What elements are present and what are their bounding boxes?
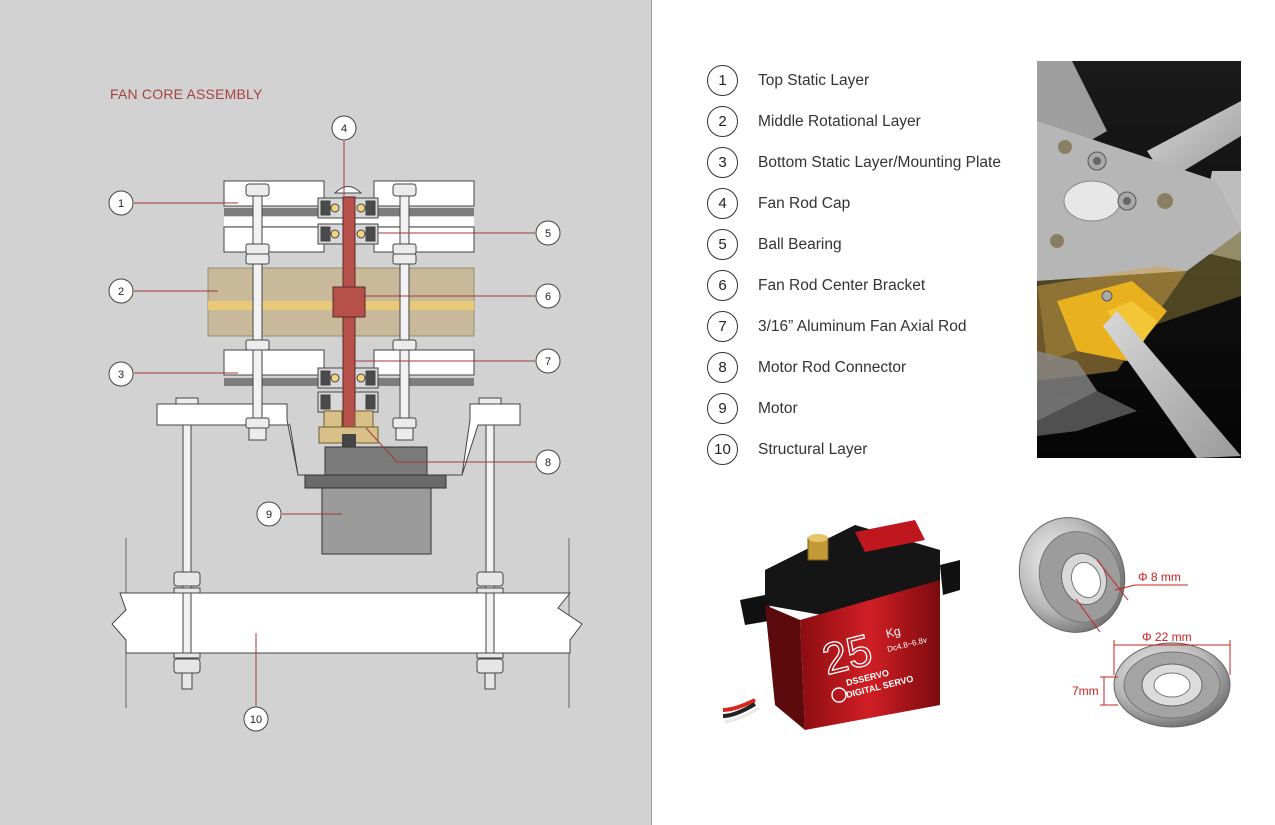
callout-3-label: 3	[118, 369, 124, 381]
servo-photo: 25 Kg Dc4.8~6.8v DSSERVO DIGITAL SERVO	[715, 510, 965, 740]
legend-number: 2	[707, 106, 738, 137]
legend-item: 8 Motor Rod Connector	[707, 347, 1001, 388]
callout-6-label: 6	[545, 291, 551, 303]
callout-7-label: 7	[545, 356, 551, 368]
callout-9: 9	[256, 501, 282, 527]
thickness-label: 7mm	[1072, 684, 1099, 698]
legend-number: 6	[707, 270, 738, 301]
legend-label: Motor Rod Connector	[758, 358, 907, 376]
callout-7: 7	[535, 348, 561, 374]
legend-number: 3	[707, 147, 738, 178]
callout-10: 10	[243, 706, 269, 732]
inner-dim-line	[1096, 559, 1129, 601]
legend-label: Fan Rod Cap	[758, 194, 851, 212]
diagram-title: FAN CORE ASSEMBLY	[110, 86, 263, 102]
callout-1-label: 1	[118, 198, 124, 210]
callout-4: 4	[331, 115, 357, 141]
callout-4-label: 4	[341, 123, 347, 135]
legend-item: 1 Top Static Layer	[707, 60, 1001, 101]
legend-number: 1	[707, 65, 738, 96]
legend-label: Structural Layer	[758, 440, 868, 458]
assembly-photo	[1037, 61, 1241, 458]
legend-number: 4	[707, 188, 738, 219]
motor-rod-connector	[318, 410, 379, 448]
legend-item: 4 Fan Rod Cap	[707, 183, 1001, 224]
legend-number: 8	[707, 352, 738, 383]
fan-rod-center-bracket	[332, 286, 366, 318]
callout-10-label: 10	[250, 714, 262, 726]
callout-2-label: 2	[118, 286, 124, 298]
legend-item: 6 Fan Rod Center Bracket	[707, 265, 1001, 306]
servo-weight-unit: Kg	[884, 624, 902, 641]
callout-8: 8	[535, 449, 561, 475]
bearing-flat	[1113, 642, 1231, 728]
callout-1: 1	[108, 190, 134, 216]
legend-number: 9	[707, 393, 738, 424]
callout-5: 5	[535, 220, 561, 246]
structural-layer	[111, 538, 583, 708]
legend-item: 5 Ball Bearing	[707, 224, 1001, 265]
leader-lines	[134, 141, 535, 706]
layer-bolts	[245, 183, 417, 441]
legend-label: Motor	[758, 399, 798, 417]
legend-label: 3/16” Aluminum Fan Axial Rod	[758, 317, 967, 335]
legend-item: 9 Motor	[707, 388, 1001, 429]
fan-rod-cap	[333, 186, 363, 194]
legend-item: 7 3/16” Aluminum Fan Axial Rod	[707, 306, 1001, 347]
legend-label: Top Static Layer	[758, 71, 870, 89]
outer-diameter-label: Φ 22 mm	[1142, 630, 1192, 644]
parts-legend: 1 Top Static Layer 2 Middle Rotational Lay…	[707, 60, 1001, 470]
inner-diameter-label: Φ 8 mm	[1138, 570, 1181, 584]
callout-5-label: 5	[545, 228, 551, 240]
legend-label: Middle Rotational Layer	[758, 112, 921, 130]
legend-label: Fan Rod Center Bracket	[758, 276, 926, 294]
legend-number: 7	[707, 311, 738, 342]
panel-divider	[651, 0, 652, 825]
legend-number: 10	[707, 434, 738, 465]
legend-label: Bottom Static Layer/Mounting Plate	[758, 153, 1001, 171]
callout-2: 2	[108, 278, 134, 304]
legend-number: 5	[707, 229, 738, 260]
bearing-photo: Φ 8 mm Φ 22 mm 7mm	[1010, 515, 1260, 730]
fan-core-assembly-diagram: 1 2 3 4 5 6 7 8 9 10	[108, 115, 583, 732]
callout-3: 3	[108, 361, 134, 387]
callout-6: 6	[535, 283, 561, 309]
motor	[304, 446, 447, 555]
bearing-angled	[1018, 517, 1126, 633]
legend-label: Ball Bearing	[758, 235, 842, 253]
legend-item: 3 Bottom Static Layer/Mounting Plate	[707, 142, 1001, 183]
callout-8-label: 8	[545, 457, 551, 469]
legend-item: 2 Middle Rotational Layer	[707, 101, 1001, 142]
legend-item: 10 Structural Layer	[707, 429, 1001, 470]
callout-9-label: 9	[266, 509, 272, 521]
